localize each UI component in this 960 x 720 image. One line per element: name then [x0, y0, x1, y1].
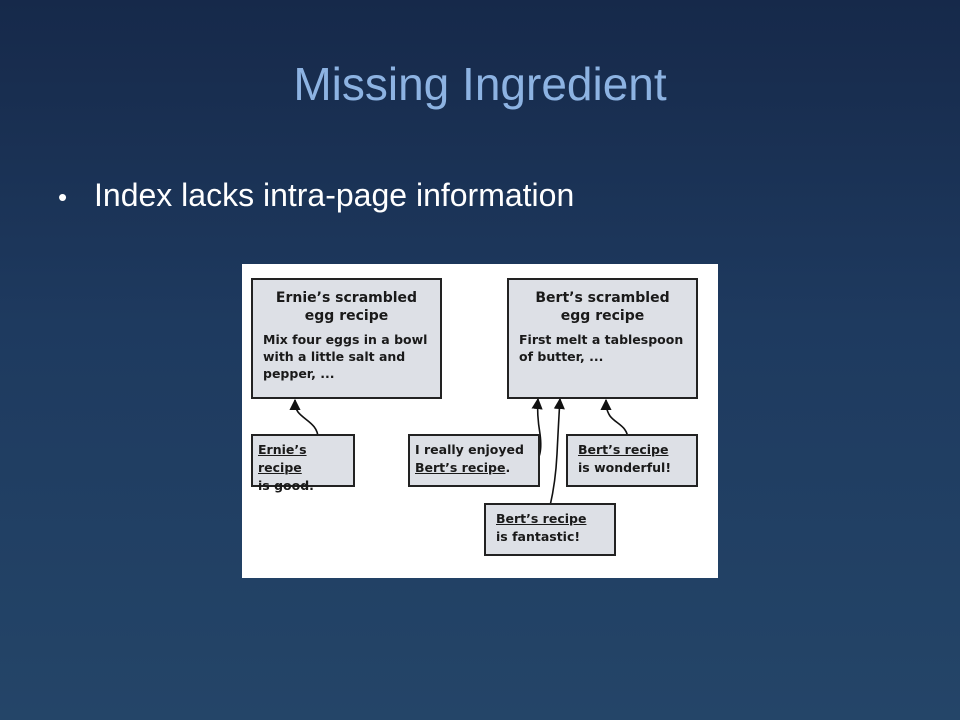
bert-title-line2: egg recipe [560, 308, 645, 324]
bert-body-line1: First melt a tablespoon [519, 332, 684, 347]
link-berts-recipe-wonderful[interactable]: Bert’s recipe [578, 442, 669, 457]
link-diagram: Ernie’s scrambled egg recipe Mix four eg… [242, 264, 718, 578]
slide-title: Missing Ingredient [293, 58, 667, 110]
ernie-title-line2: egg recipe [304, 308, 389, 324]
bert-page-title: Bert’s scrambled egg recipe [519, 289, 686, 325]
bullet-item: • Index lacks intra-page information [58, 176, 574, 214]
bullet-text: Index lacks intra-page information [94, 177, 575, 213]
ernie-body-line3: pepper, ... [263, 366, 335, 381]
arrow-wonderful [600, 398, 629, 441]
bert-recipe-page: Bert’s scrambled egg recipe First melt a… [507, 278, 698, 399]
comment-enjoyed-text: I really enjoyed [415, 442, 524, 457]
link-ernies-recipe[interactable]: Ernie’s recipe [258, 442, 307, 475]
bert-body-line2: of butter, ... [519, 349, 604, 364]
comment-bert-wonderful: Bert’s recipe is wonderful! [566, 434, 698, 487]
link-berts-recipe-enjoyed[interactable]: Bert’s recipe [415, 460, 506, 475]
comment-bert-fantastic-text: is fantastic! [496, 529, 581, 544]
bullet-dot-icon: • [58, 182, 68, 212]
bert-title-line1: Bert’s scrambled [535, 290, 670, 306]
comment-enjoyed-tail: . [505, 460, 511, 475]
ernie-page-title: Ernie’s scrambled egg recipe [263, 289, 430, 325]
comment-enjoyed: I really enjoyed Bert’s recipe. [408, 434, 540, 487]
ernie-title-line1: Ernie’s scrambled [275, 290, 418, 306]
comment-ernie-good: Ernie’s recipe is good. [251, 434, 355, 493]
link-berts-recipe-fantastic[interactable]: Bert’s recipe [496, 511, 587, 526]
bert-page-body: First melt a tablespoon of butter, ... [519, 331, 686, 365]
arrow-fantastic [549, 397, 565, 507]
ernie-body-line2: with a little salt and [263, 349, 406, 364]
arrow-ernie-good [289, 398, 319, 439]
comment-bert-wonderful-text: is wonderful! [578, 460, 672, 475]
bullet-list: • Index lacks intra-page information [58, 176, 574, 214]
ernie-page-body: Mix four eggs in a bowl with a little sa… [263, 331, 430, 382]
comment-bert-fantastic: Bert’s recipe is fantastic! [484, 503, 616, 556]
ernie-recipe-page: Ernie’s scrambled egg recipe Mix four eg… [251, 278, 442, 399]
comment-ernie-good-text: is good. [258, 478, 314, 493]
ernie-body-line1: Mix four eggs in a bowl [263, 332, 428, 347]
